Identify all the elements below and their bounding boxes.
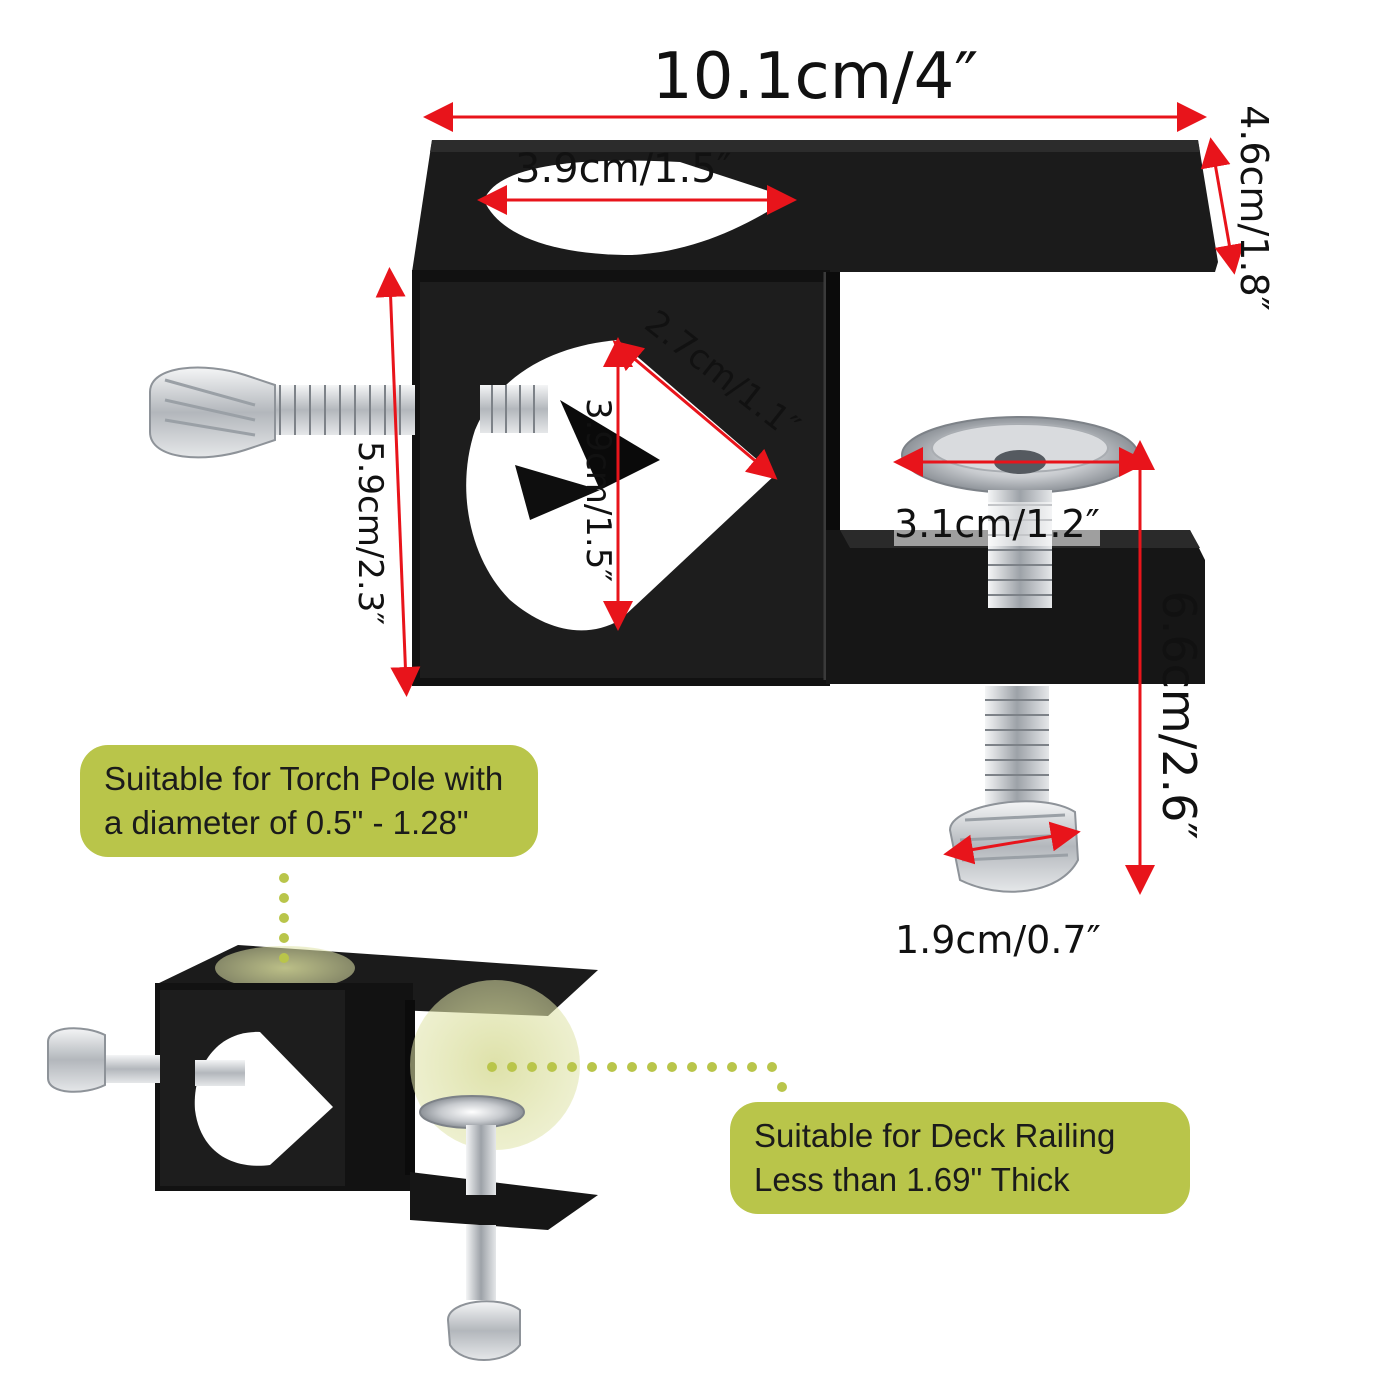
small-clamp xyxy=(47,945,598,1361)
torch-pole-line-1: Suitable for Torch Pole with xyxy=(104,760,504,797)
deck-railing-callout: Suitable for Deck Railing Less than 1.69… xyxy=(730,1102,1190,1214)
deck-railing-line-2: Less than 1.69" Thick xyxy=(754,1161,1070,1198)
clamp-opening-label: 6.6cm/2.6″ xyxy=(1152,590,1206,840)
front-height-label: 5.9cm/2.3″ xyxy=(350,440,390,626)
top-depth-label: 4.6cm/1.8″ xyxy=(1232,105,1276,311)
pad-diameter-label: 3.1cm/1.2″ xyxy=(894,502,1100,546)
torch-pole-callout: Suitable for Torch Pole with a diameter … xyxy=(80,745,538,857)
dotted-connectors xyxy=(279,873,787,1092)
dimension-lines xyxy=(375,102,1245,895)
overall-width-label: 10.1cm/4″ xyxy=(652,40,979,114)
top-hole-label: 3.9cm/1.5″ xyxy=(515,146,732,192)
knob-width-label: 1.9cm/0.7″ xyxy=(895,918,1101,962)
torch-pole-line-2: a diameter of 0.5" - 1.28" xyxy=(104,804,469,841)
deck-railing-line-1: Suitable for Deck Railing xyxy=(754,1117,1116,1154)
square-height-label: 3.9cm/1.5″ xyxy=(578,397,618,583)
